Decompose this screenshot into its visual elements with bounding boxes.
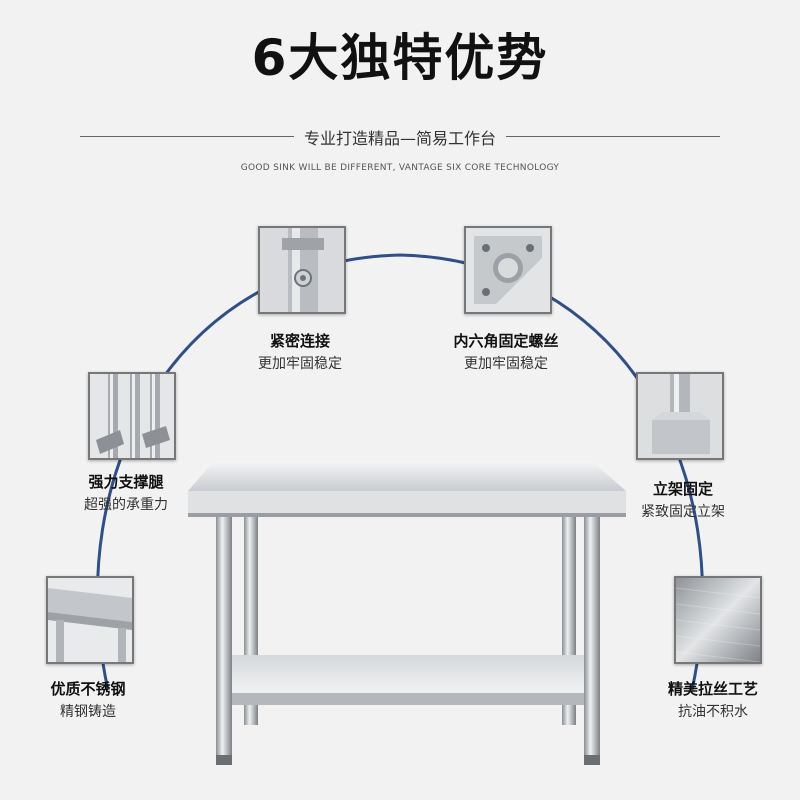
page-title: 6大独特优势: [251, 29, 549, 87]
legs-photo-icon: [88, 372, 176, 460]
feature-desc: 更加牢固稳定: [464, 356, 548, 372]
feature-desc: 精钢铸造: [60, 704, 116, 720]
feature-frame-fix: 立架固定 紧致固定立架: [618, 478, 748, 521]
feature-strong-legs: 强力支撑腿 超强的承重力: [56, 471, 196, 514]
english-tagline: GOOD SINK WILL BE DIFFERENT, VANTAGE SIX…: [240, 163, 560, 173]
feature-title: 紧密连接: [269, 332, 330, 350]
feature-title: 内六角固定螺丝: [453, 332, 559, 350]
feature-quality-steel: 优质不锈钢 精钢铸造: [28, 678, 148, 721]
subtitle-row: 专业打造精品—简易工作台: [80, 125, 720, 149]
joint-photo-icon: [258, 226, 346, 314]
feature-desc: 紧致固定立架: [641, 504, 725, 520]
steel-photo-icon: [46, 576, 134, 664]
feature-title: 精美拉丝工艺: [667, 680, 758, 698]
screw-photo-icon: [464, 226, 552, 314]
frame-photo-icon: [636, 372, 724, 460]
feature-title: 优质不锈钢: [50, 680, 126, 698]
workbench-image: [188, 461, 626, 765]
feature-tight-joint: 紧密连接 更加牢固稳定: [230, 330, 370, 373]
subtitle: 专业打造精品—简易工作台: [293, 129, 506, 148]
feature-hex-screw: 内六角固定螺丝 更加牢固稳定: [426, 330, 586, 373]
brushed-photo-icon: [674, 576, 762, 664]
feature-brushed-finish: 精美拉丝工艺 抗油不积水: [648, 678, 778, 721]
feature-desc: 抗油不积水: [678, 704, 748, 720]
feature-title: 强力支撑腿: [88, 473, 164, 491]
feature-desc: 更加牢固稳定: [258, 356, 342, 372]
feature-title: 立架固定: [652, 480, 713, 498]
feature-desc: 超强的承重力: [84, 497, 168, 513]
